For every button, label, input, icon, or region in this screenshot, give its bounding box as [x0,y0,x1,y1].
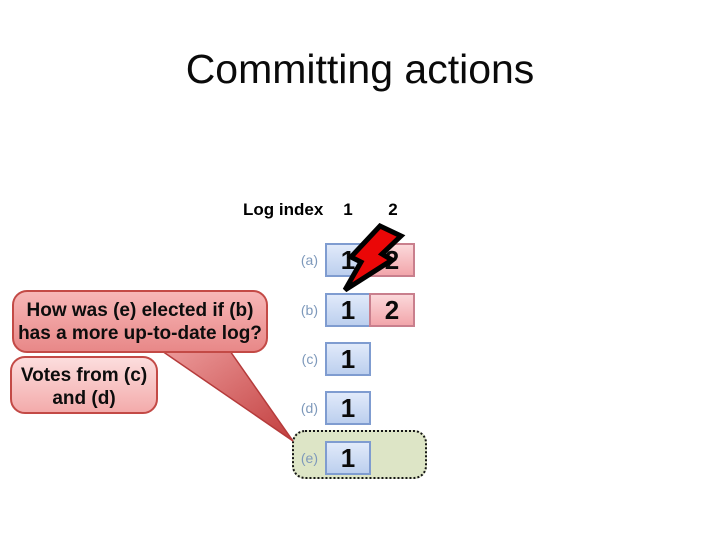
question-line-1: How was (e) elected if (b) [26,300,254,321]
log-index-label: Log index [243,200,324,219]
question-callout: How was (e) elected if (b) has a more up… [12,290,268,353]
slide-title: Committing actions [185,46,535,92]
log-row-c: (c) 1 [278,342,371,376]
server-label: (b) [300,302,318,318]
log-index-column-1: 1 [343,200,353,219]
callout-tail [159,350,294,442]
log-row-e: (e) 1 [278,441,371,475]
log-index-column-2: 2 [388,200,398,219]
log-row-d: (d) 1 [278,391,371,425]
lightning-bolt-icon [342,223,406,293]
log-entry-cell: 1 [325,293,371,327]
log-entry-cell: 1 [325,342,371,376]
server-label: (e) [300,450,318,466]
log-entry-cell: 1 [325,441,371,475]
log-row-b: (b) 1 2 [278,293,415,327]
log-entry-cell: 2 [369,293,415,327]
server-label: (a) [300,252,318,268]
answer-line-1: Votes from (c) [20,365,148,386]
server-label: (d) [300,400,318,416]
answer-line-2: and (d) [52,388,116,409]
server-label: (c) [301,351,318,367]
answer-callout: Votes from (c) and (d) [10,356,158,414]
question-line-2: has a more up-to-date log? [18,323,262,344]
log-entry-cell: 1 [325,391,371,425]
